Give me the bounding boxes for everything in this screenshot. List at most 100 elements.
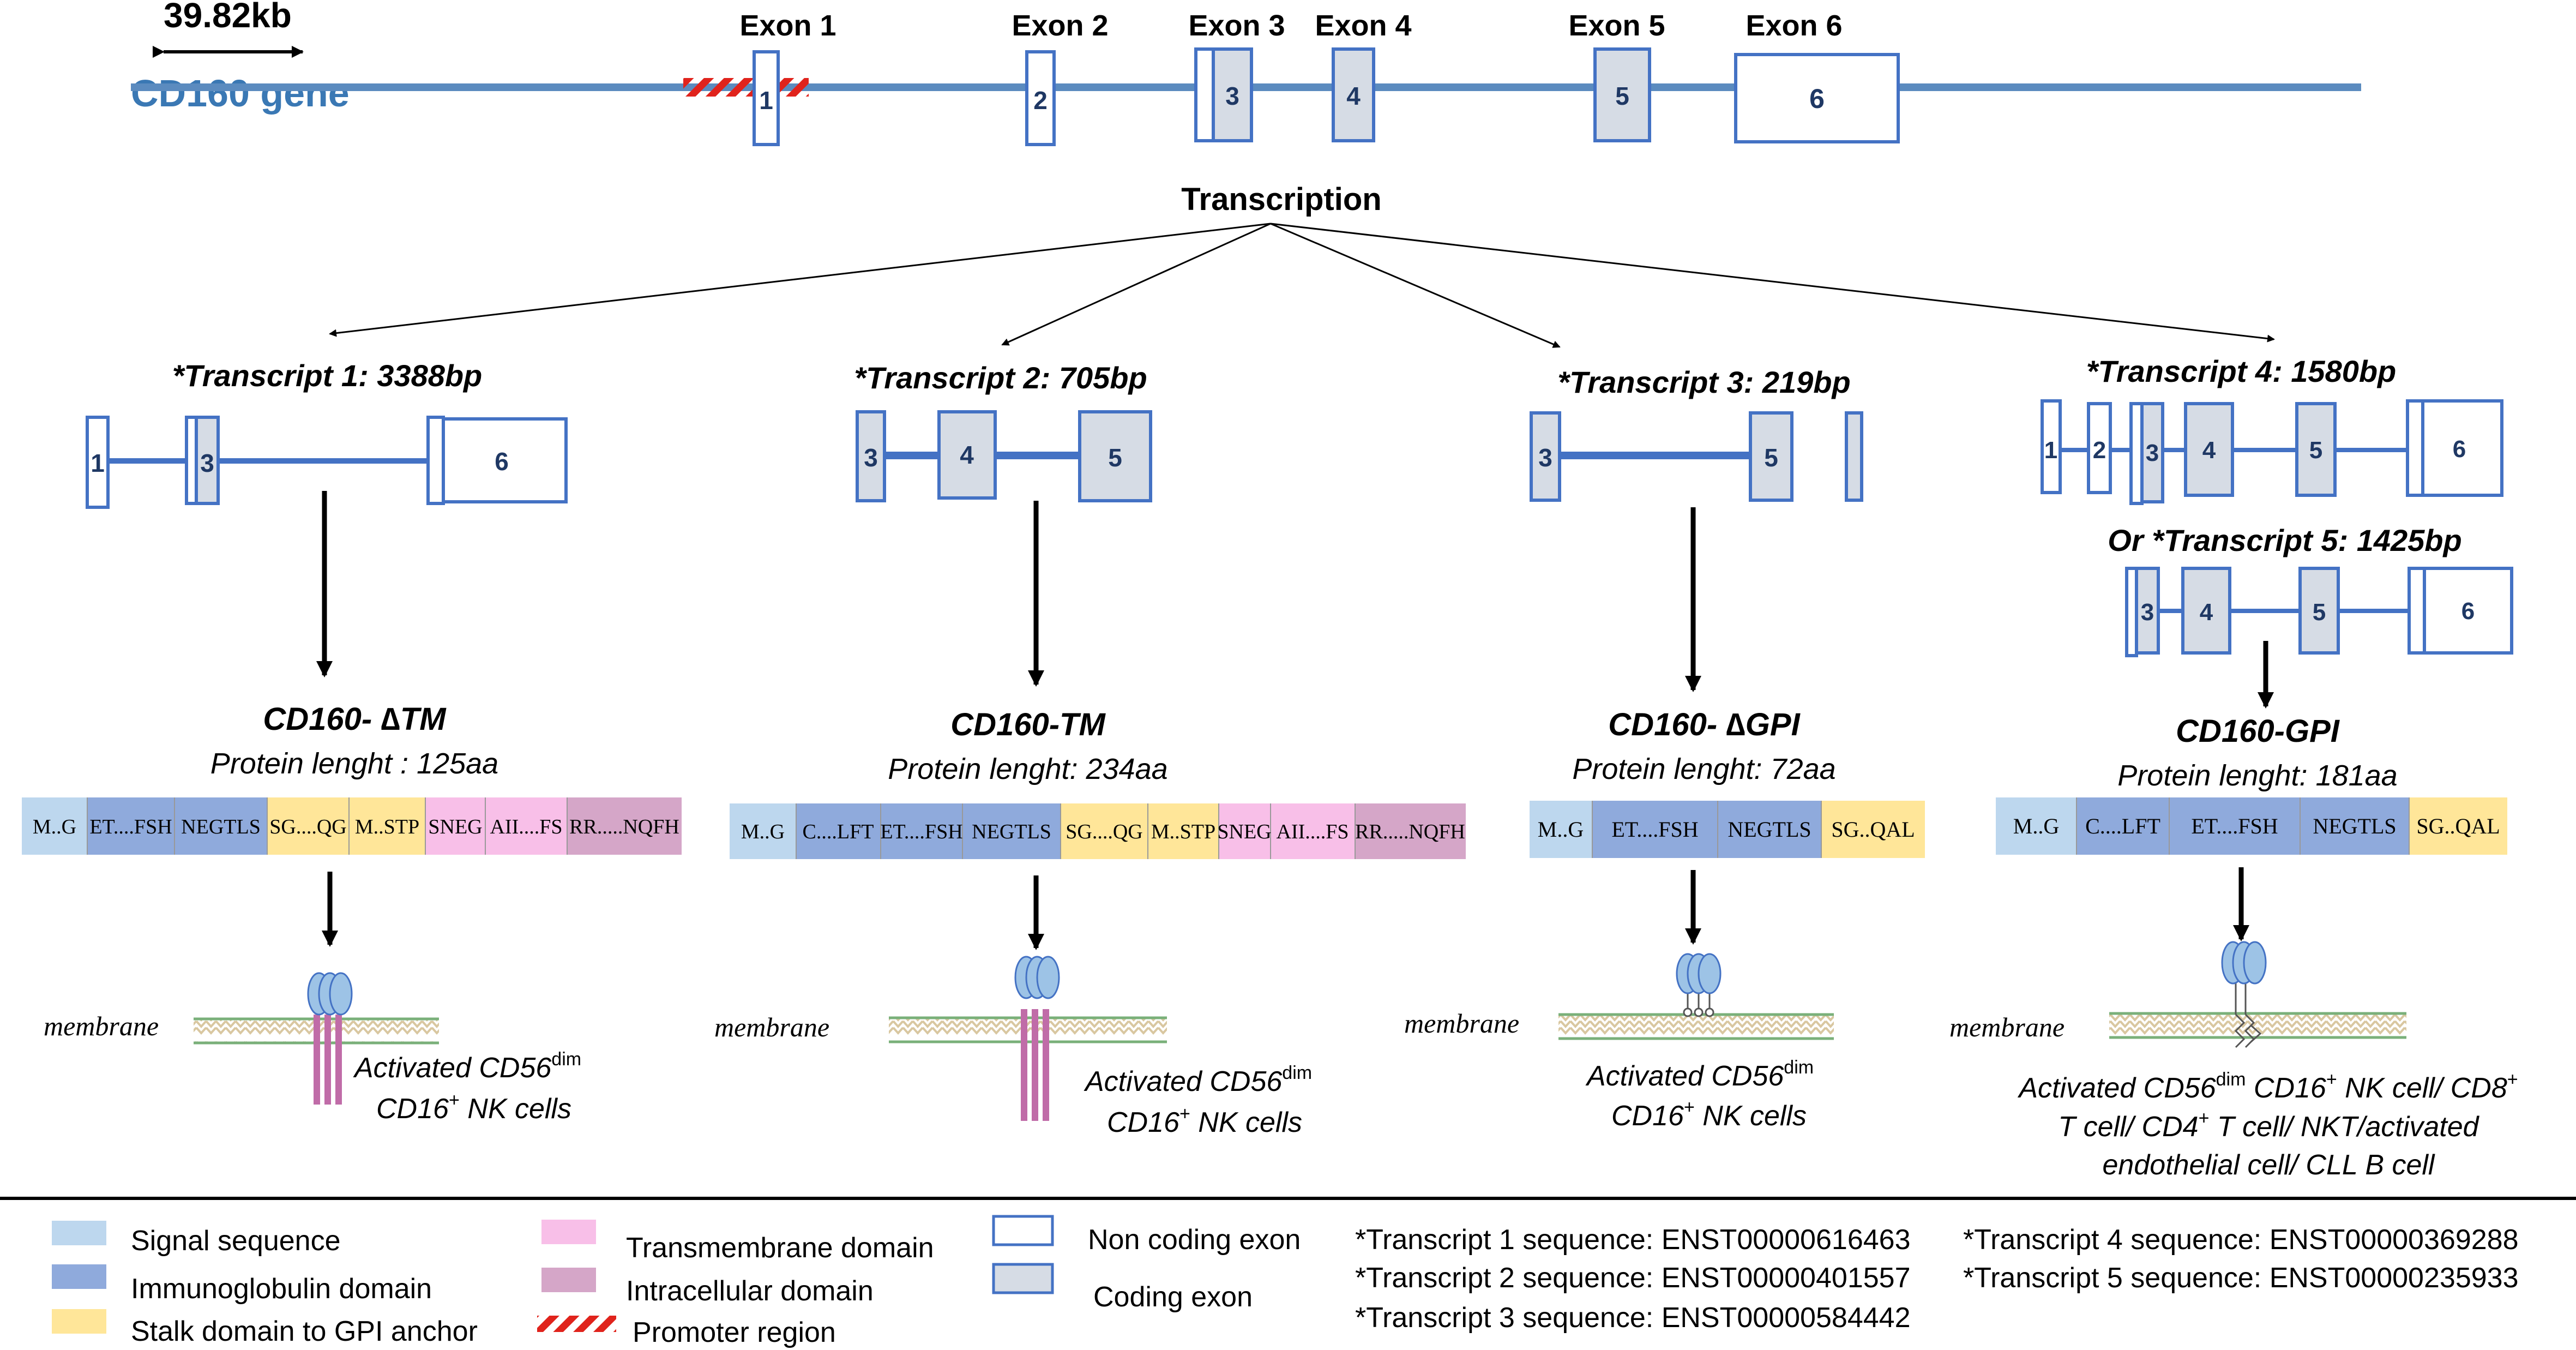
protein-2-seg-label-9: RR.....NQFH: [1355, 820, 1465, 843]
protein-1-seg-label-2: ET....FSH: [89, 815, 172, 838]
transcript-3-exon-5-num: 5: [1764, 443, 1778, 472]
protein-1-molecule: [307, 972, 353, 1105]
transcript-4-exon-4: [2184, 402, 2234, 497]
protein-4-cells-line-1: Activated CD56dim CD16+ NK cell/ CD8+: [2017, 1069, 2518, 1104]
transcript-1-exon-6-nc: [426, 416, 445, 505]
transcript-3-exon-6-stub: [1845, 411, 1863, 502]
gene-exon-4-num: 4: [1346, 82, 1361, 110]
gene-exon-3-num: 3: [1225, 82, 1239, 110]
protein-4-seg-label-4: NEGTLS: [2313, 814, 2396, 838]
transcript-5-exon-5-num: 5: [2313, 599, 2326, 626]
protein-2-seg-label-3: ET....FSH: [880, 820, 962, 843]
transcript-1-exon-6: [442, 417, 568, 503]
gene-exon-3-noncoding: [1194, 47, 1215, 142]
protein-3: CD160- ∆GPI Protein lenght: 72aa M..G ET…: [1404, 707, 1925, 1132]
gene-exon-2-num: 2: [1033, 86, 1048, 115]
protein-3-seg-label-2: ET....FSH: [1611, 817, 1698, 842]
protein-1-seg-label-8: RR.....NQFH: [569, 815, 679, 838]
transcript-2-exon-5: [1078, 410, 1152, 502]
protein-4-name: CD160-GPI: [2176, 713, 2340, 749]
transcript-1-exon-6-num: 6: [495, 447, 509, 476]
protein-3-cells-line-1: Activated CD56dim: [1585, 1057, 1814, 1092]
protein-4-length: Protein lenght: 181aa: [2117, 759, 2397, 792]
transcript-3-exon-3: [1530, 411, 1561, 502]
protein-4-cells-line-2: T cell/ CD4+ T cell/ NKT/activated: [2058, 1108, 2479, 1143]
transcript-2: *Transcript 2: 705bp 3 4 5: [854, 361, 1152, 687]
protein-3-cells-line-2: CD16+ NK cells: [1611, 1097, 1807, 1132]
legend: Signal sequence Immunoglobulin domain St…: [52, 1215, 2519, 1348]
protein-1-segment-tm-1: [425, 797, 485, 855]
transcript-4-exon-5-num: 5: [2309, 437, 2322, 464]
protein-2-seg-label-7: SNEG: [1217, 820, 1271, 843]
gene-exon-3: [1212, 47, 1253, 142]
legend-label-promoter: Promoter region: [633, 1317, 836, 1348]
transcription-arrow-4: [1270, 223, 2275, 343]
legend-label-intracellular: Intracellular domain: [626, 1275, 874, 1307]
transcript-4: *Transcript 4: 1580bp 1 2 3 4 5 6: [2041, 354, 2503, 505]
protein-3-molecule: [1676, 953, 1722, 1017]
legend-swatch-intracellular: [541, 1268, 596, 1292]
protein-2-cells-line-2: CD16+ NK cells: [1107, 1103, 1302, 1138]
transcript-2-exon-4-num: 4: [960, 441, 974, 469]
transcript-4-exon-3: [2140, 402, 2164, 503]
protein-1-seg-label-6: SNEG: [428, 815, 482, 838]
legend-swatch-promoter: [537, 1316, 616, 1332]
protein-4-cells-line-3: endothelial cell/ CLL B cell: [2103, 1149, 2435, 1181]
promoter-region: [683, 78, 809, 97]
protein-2-cells-line-1: Activated CD56dim: [1084, 1063, 1312, 1097]
transcript-1-exon-3-num: 3: [200, 449, 214, 477]
protein-1-segment-signal: [22, 797, 87, 855]
legend-sequence-2: *Transcript 2 sequence: ENST00000401557: [1355, 1262, 1911, 1294]
transcript-4-exon-1-num: 1: [2044, 437, 2057, 464]
legend-label-coding: Coding exon: [1093, 1281, 1253, 1313]
protein-1-segment-stalk-2: [349, 797, 425, 855]
transcript-5-exon-4-num: 4: [2200, 599, 2213, 626]
protein-4-membrane-label: membrane: [1949, 1012, 2065, 1042]
transcript-5: Or *Transcript 5: 1425bp 3 4 5 6: [2108, 523, 2513, 709]
protein-1-length: Protein lenght : 125aa: [210, 747, 498, 780]
transcript-4-exon-2: [2087, 402, 2112, 494]
transcription-arrow-1: [329, 223, 1271, 337]
protein-4-seg-label-1: M..G: [2013, 814, 2059, 838]
legend-label-ig: Immunoglobulin domain: [131, 1273, 432, 1305]
transcript-4-exon-5: [2295, 402, 2337, 497]
protein-2-molecule: [1014, 956, 1060, 1121]
protein-3-seg-label-3: NEGTLS: [1728, 817, 1811, 842]
transcription-label: Transcription: [1181, 182, 1381, 217]
exon-label-5: Exon 5: [1568, 9, 1665, 42]
legend-sequence-5: *Transcript 5 sequence: ENST00000235933: [1963, 1262, 2519, 1294]
transcript-5-exon-5: [2298, 567, 2340, 655]
protein-1: CD160- ∆TM Protein lenght : 125aa M..G E…: [22, 701, 682, 1125]
protein-2-membrane: [889, 1016, 1167, 1043]
protein-1-segment-intracellular: [567, 797, 682, 855]
legend-swatch-noncoding: [992, 1215, 1054, 1246]
protein-3-length: Protein lenght: 72aa: [1572, 753, 1835, 785]
protein-2-seg-label-2: C....LFT: [803, 820, 874, 843]
legend-sequence-1: *Transcript 1 sequence: ENST00000616463: [1355, 1224, 1911, 1256]
gene-name: CD160 gene: [131, 72, 350, 115]
protein-1-membrane-label: membrane: [44, 1011, 159, 1041]
gene-exon-5: [1593, 47, 1651, 142]
protein-3-seg-label-1: M..G: [1538, 817, 1584, 842]
protein-3-seg-label-4: SG..QAL: [1831, 817, 1915, 842]
protein-2-seg-label-1: M..G: [741, 820, 785, 843]
legend-sequence-4: *Transcript 4 sequence: ENST00000369288: [1963, 1224, 2519, 1256]
protein-2-length: Protein lenght: 234aa: [888, 753, 1167, 785]
gene-exon-2: [1025, 50, 1056, 146]
transcript-5-exon-4: [2181, 567, 2231, 655]
legend-swatch-coding: [992, 1263, 1054, 1294]
protein-2: CD160-TM Protein lenght: 234aa M..G C...…: [714, 707, 1466, 1138]
transcript-2-exon-3-num: 3: [864, 443, 878, 472]
transcript-4-exon-6: [2421, 399, 2503, 497]
transcript-3-title: *Transcript 3: 219bp: [1557, 365, 1850, 399]
legend-label-noncoding: Non coding exon: [1088, 1224, 1301, 1256]
transcription-arrow-2: [1001, 223, 1271, 346]
protein-1-seg-label-3: NEGTLS: [181, 815, 261, 838]
transcript-5-exon-3: [2135, 567, 2160, 655]
transcript-1-exon-1: [86, 416, 110, 509]
transcript-2-exon-4: [937, 410, 997, 500]
protein-1-cells-line-1: Activated CD56dim: [353, 1049, 581, 1084]
transcript-5-exon-3-num: 3: [2141, 599, 2154, 626]
legend-swatch-ig: [52, 1264, 106, 1289]
